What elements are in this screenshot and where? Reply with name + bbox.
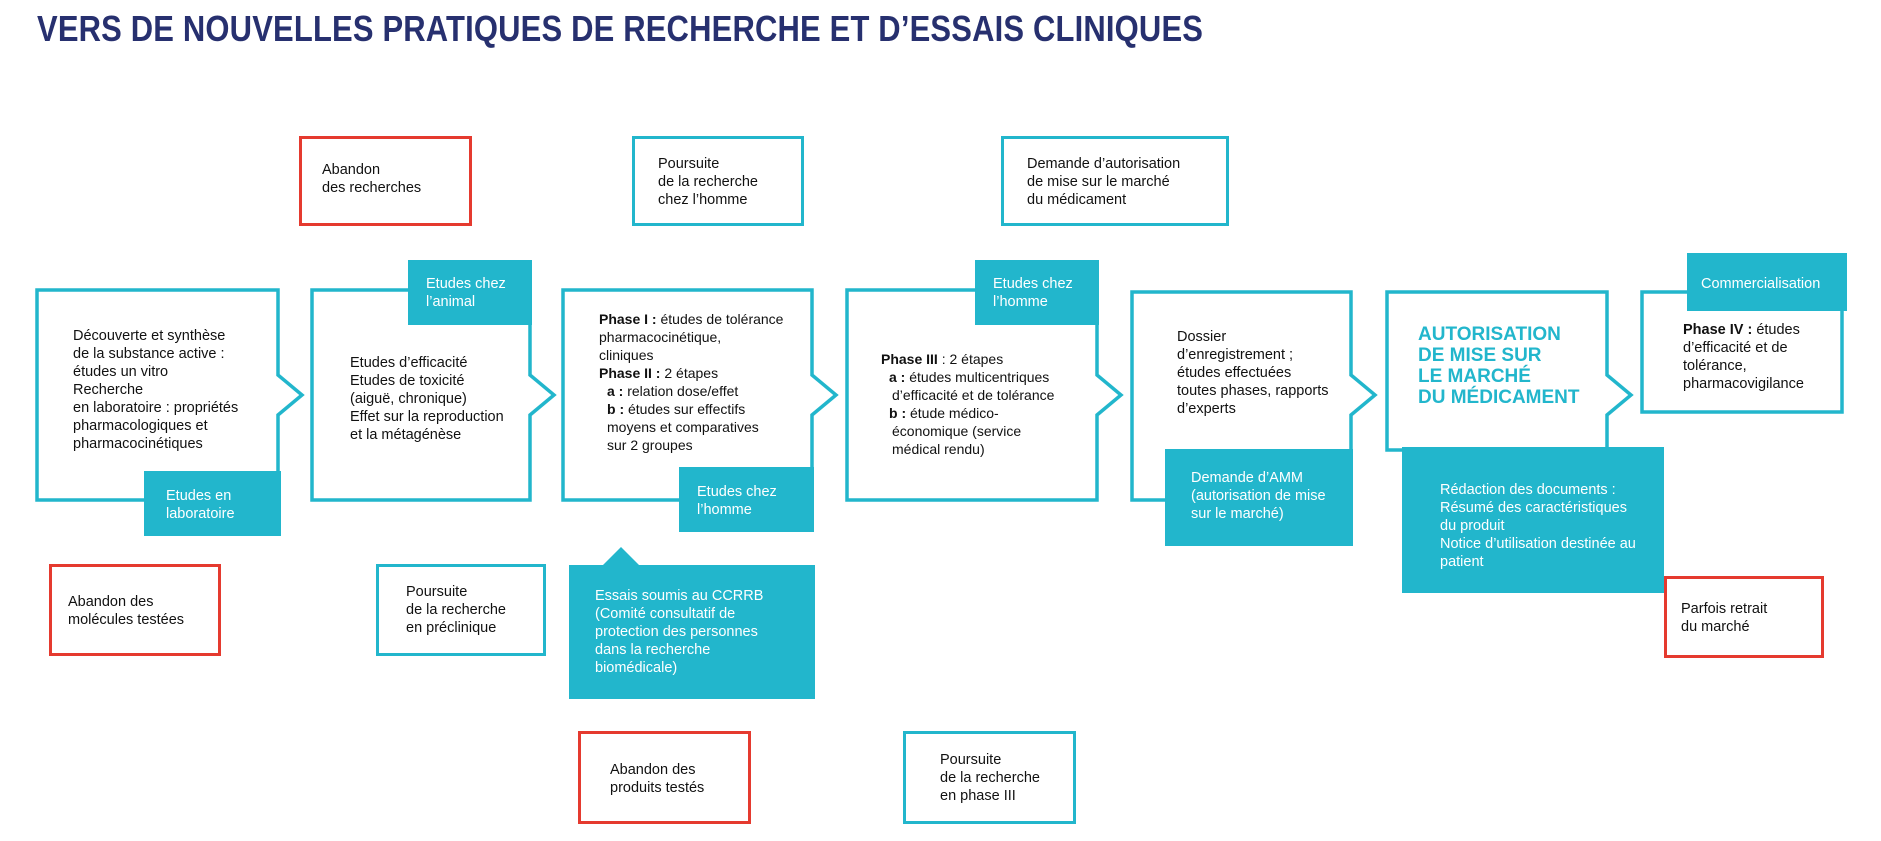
outcome-poursuite-homme: Poursuite de la recherche chez l’homme (632, 136, 804, 226)
outcome-demande-autorisation: Demande d’autorisation de mise sur le ma… (1001, 136, 1229, 226)
step-3-outline (561, 288, 839, 502)
outcome-poursuite-preclinique: Poursuite de la recherche en préclinique (376, 564, 546, 656)
outcome-retrait-marche: Parfois retrait du marché (1664, 576, 1824, 658)
step-6-heading: AUTORISATION DE MISE SUR LE MARCHÉ DU MÉ… (1418, 324, 1580, 408)
outcome-abandon-recherches: Abandon des recherches (299, 136, 472, 226)
step-1-tag: Etudes en laboratoire (144, 471, 281, 536)
outcome-ccrrb: Essais soumis au CCRRB (Comité consultat… (569, 565, 815, 699)
step-5-tag: Demande d’AMM (autorisation de mise sur … (1165, 449, 1353, 546)
step-1-text: Découverte et synthèse de la substance a… (73, 328, 239, 452)
page-title: VERS DE NOUVELLES PRATIQUES DE RECHERCHE… (37, 8, 1204, 49)
step-2-tag: Etudes chez l’animal (408, 260, 532, 325)
step-1-outline (35, 288, 305, 502)
step-2-text: Etudes d’efficacité Etudes de toxicité (… (350, 355, 504, 443)
step-7-tag: Commercialisation (1687, 253, 1847, 311)
ccrrb-pointer (603, 547, 639, 565)
step-7-text: Phase IV : études d’efficacité et de tol… (1683, 322, 1804, 392)
outcome-abandon-produits: Abandon des produits testés (578, 731, 751, 824)
step-4-tag: Etudes chez l’homme (975, 260, 1099, 325)
step-3-tag: Etudes chez l’homme (679, 467, 814, 532)
step-4-text: Phase III : 2 étapes a : études multicen… (881, 351, 1055, 457)
step-6-tag: Rédaction des documents : Résumé des car… (1402, 447, 1664, 593)
step-3-text: Phase I : études de tolérance pharmacoci… (599, 311, 784, 453)
step-5-text: Dossier d’enregistrement ; études effect… (1177, 329, 1329, 417)
outcome-abandon-molecules: Abandon des molécules testées (49, 564, 221, 656)
outcome-poursuite-phase3: Poursuite de la recherche en phase III (903, 731, 1076, 824)
